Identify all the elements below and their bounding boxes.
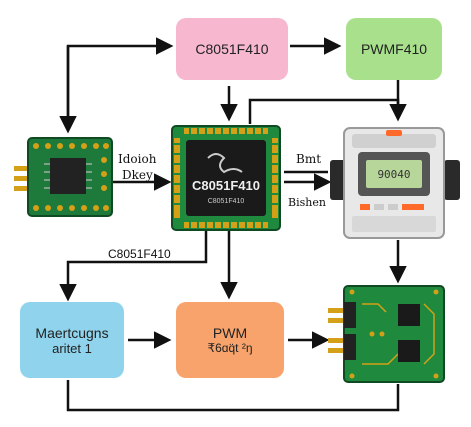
line-feedback-loop [66, 380, 400, 412]
energy-meter: 90040 [330, 124, 460, 240]
node-bottom-mid: PWM ₹6ɑq̈t ²ŋ [176, 302, 284, 378]
node-bottom-left-line2: aritet 1 [52, 340, 92, 356]
arrow-chip-to-meter-top [248, 98, 407, 124]
node-bottom-left-line1: Maertcugns [35, 324, 109, 341]
meter-display-value: 90040 [377, 168, 411, 181]
node-top-right: PWMF410 [346, 18, 442, 80]
mcu-chip-label: C8051F410 [192, 178, 260, 193]
node-bottom-mid-line1: PWM [212, 325, 248, 341]
arrow-chip-to-bottom-left [59, 230, 208, 302]
label-right-out-1: Bmt [296, 152, 322, 166]
node-top-right-label: PWMF410 [360, 41, 428, 57]
mcu-chip: C8051F410 C8051F410 [170, 124, 282, 232]
mcu-chip-sublabel: C8051F410 [207, 198, 245, 205]
node-top-center-label: C8051F410 [195, 41, 269, 57]
label-left-in-2: Dkey [122, 168, 153, 182]
label-left-in-1: Idoioh [118, 152, 157, 166]
arrow-board-to-top-box [66, 37, 174, 130]
label-right-out-2: Bishen [288, 196, 326, 209]
node-top-center: C8051F410 [176, 18, 288, 80]
sensor-board-left [14, 136, 114, 218]
node-bottom-mid-line2: ₹6ɑq̈t ²ŋ [207, 341, 253, 355]
label-mid-left: C8051F410 [108, 247, 171, 261]
node-bottom-left: Maertcugns aritet 1 [20, 302, 124, 378]
driver-board-right [328, 284, 446, 384]
